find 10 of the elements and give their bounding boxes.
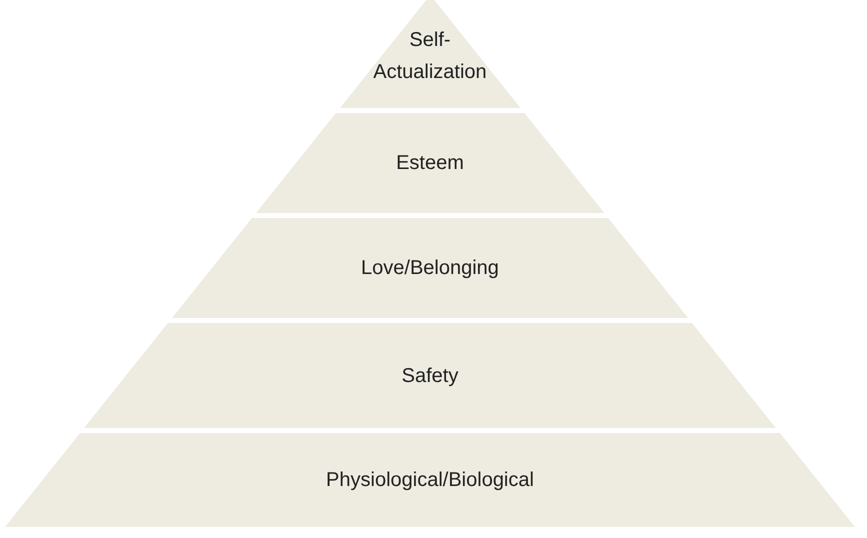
pyramid-level <box>172 218 688 318</box>
level-label: Love/Belonging <box>361 256 499 281</box>
pyramid-level <box>84 323 776 428</box>
level-label: Self-Actualization <box>372 28 488 86</box>
level-label: Esteem <box>396 151 464 176</box>
pyramid-level <box>5 433 855 527</box>
level-label: Physiological/Biological <box>326 468 534 493</box>
pyramid-level <box>340 0 520 108</box>
pyramid-level <box>256 113 604 213</box>
level-label: Safety <box>402 364 458 388</box>
